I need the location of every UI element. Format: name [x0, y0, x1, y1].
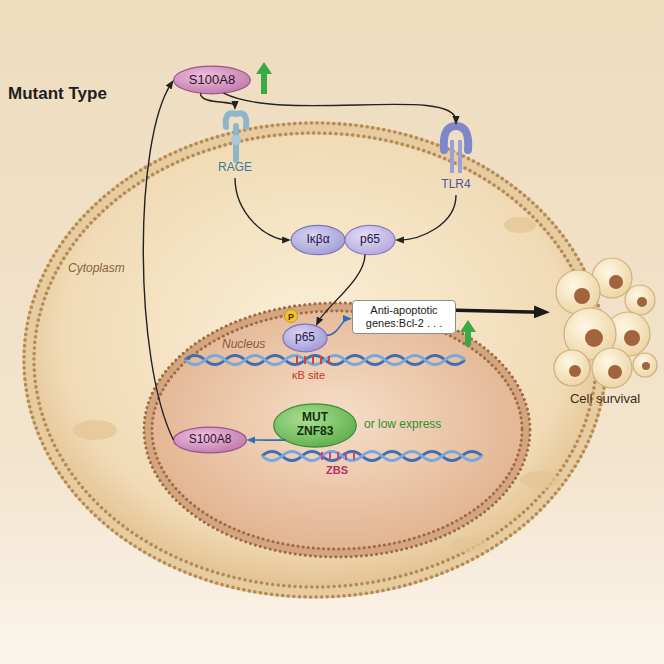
illustration-part — [592, 348, 632, 388]
illustration-part — [450, 140, 454, 173]
illustration-part — [458, 140, 462, 173]
connector-arrow — [143, 83, 173, 440]
illustration-part — [569, 365, 581, 377]
illustration-part — [608, 365, 622, 379]
node-label: Cytoplasm — [68, 262, 125, 276]
organelle — [520, 471, 560, 489]
connector-arrow — [235, 178, 287, 240]
illustration-part — [291, 225, 345, 254]
illustration-part — [29, 128, 601, 592]
illustration-part — [231, 135, 241, 145]
connector-arrow — [327, 319, 348, 336]
illustration-part — [321, 452, 323, 460]
illustration-part — [574, 288, 590, 304]
node-label: TLR4 — [441, 178, 470, 192]
cell-cluster: Cell survival — [550, 255, 660, 410]
illustration-part — [345, 452, 347, 460]
increase-arrow — [256, 62, 272, 94]
illustration-part — [304, 356, 306, 364]
illustration-part — [152, 311, 522, 549]
dna-strand — [185, 356, 482, 461]
dna-strand — [185, 356, 465, 365]
receptor: TLR4 — [430, 125, 482, 195]
organelle — [452, 537, 488, 553]
node-label: Iκβα — [306, 233, 329, 247]
node-label: Anti-apoptotic genes:Bcl-2 . . . — [358, 304, 450, 329]
node-label: p65 — [360, 233, 380, 247]
illustration-part — [24, 123, 606, 597]
node-label: p65 — [295, 331, 315, 345]
node-shape — [140, 300, 534, 560]
protein-ellipse: p65 — [282, 323, 328, 353]
illustration-part — [283, 324, 327, 352]
annotation: or low express — [364, 418, 441, 432]
cell-cluster — [554, 258, 657, 388]
phospho-mark: P — [284, 309, 298, 323]
illustration-part — [625, 285, 655, 315]
illustration-part — [633, 353, 657, 377]
protein-ellipse: MUT ZNF83 — [272, 402, 358, 449]
illustration-part — [148, 307, 526, 553]
connector-arrow — [224, 93, 456, 121]
illustration-part — [444, 126, 469, 150]
illustration-part — [345, 225, 395, 254]
gene-box: Anti-apoptotic genes:Bcl-2 . . . — [352, 300, 456, 334]
illustration-part — [320, 356, 322, 364]
illustration-part — [337, 452, 339, 460]
illustration-part — [642, 362, 650, 370]
protein-ellipse: S100A8 — [172, 65, 252, 95]
node-label: S100A8 — [189, 433, 232, 447]
node-label: Nucleus — [222, 338, 265, 352]
illustration-part — [556, 270, 600, 314]
protein-ellipse: p65 — [344, 224, 396, 256]
increase-arrow — [460, 320, 476, 346]
illustration-part — [174, 427, 247, 453]
dna-strand — [262, 452, 482, 461]
connector-arrow — [250, 439, 286, 441]
connector-arrow — [456, 310, 542, 312]
dna-strand — [262, 452, 482, 461]
protein-ellipse: S100A8 — [172, 426, 248, 454]
binding-site — [322, 452, 354, 460]
illustration-part — [554, 350, 590, 386]
connector-arrow — [399, 195, 456, 240]
protein-ellipse: Iκβα — [290, 224, 346, 256]
organelle — [73, 420, 117, 440]
connector-arrow — [200, 93, 235, 106]
node-label: MUT ZNF83 — [289, 411, 341, 439]
illustration-part — [312, 356, 314, 364]
illustration-part — [34, 133, 596, 587]
rage-receptor — [226, 113, 247, 160]
illustration-part — [609, 275, 623, 289]
organelle — [504, 217, 536, 233]
organelle — [73, 217, 560, 553]
illustration-part — [353, 452, 355, 460]
node-label: Cell survival — [570, 392, 640, 407]
illustration-part — [329, 452, 331, 460]
annotation: ZBS — [326, 464, 348, 477]
illustration-part — [624, 330, 640, 346]
illustration-part — [144, 303, 530, 557]
nucleus-outline: Nucleus p65S100A8 MUT ZNF83 — [140, 300, 534, 560]
receptor: RAGE — [210, 110, 260, 178]
cell-outline: Cytoplasm RAGE TLR4Iκβα p65Nucleus p65S100A8… — [20, 120, 610, 600]
dna-strand — [185, 356, 465, 365]
node-label: S100A8 — [189, 73, 235, 88]
binding-site — [297, 356, 329, 364]
node-shape — [20, 120, 610, 600]
illustration-part — [296, 356, 298, 364]
tlr4-receptor — [444, 126, 469, 173]
illustration-part — [226, 113, 247, 127]
illustration-part — [328, 356, 330, 364]
illustration-part — [174, 66, 251, 94]
illustration-part — [637, 297, 647, 307]
node-label: RAGE — [218, 161, 252, 175]
illustration-part — [585, 329, 603, 347]
annotation: κB site — [292, 369, 325, 382]
diagram-title: Mutant Type — [8, 84, 107, 104]
connector-arrow — [318, 254, 365, 322]
